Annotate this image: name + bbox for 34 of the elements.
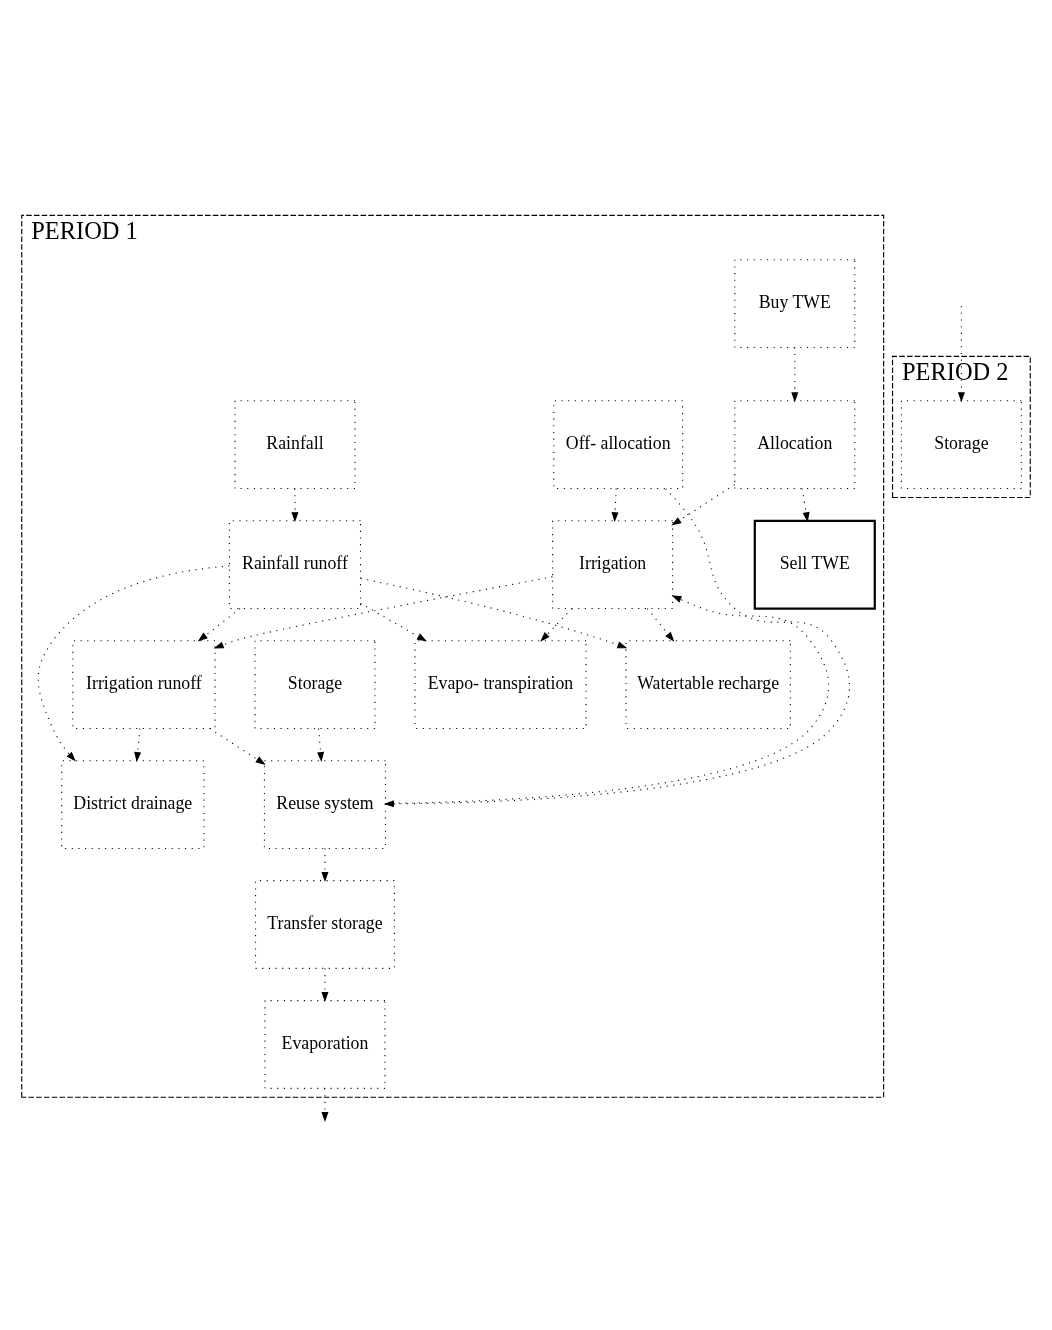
node-box: Transfer storage <box>255 879 395 969</box>
arrow <box>646 607 675 642</box>
node-box: Allocation <box>734 399 856 489</box>
arrow <box>37 564 230 762</box>
node-box: Irrigation <box>552 519 674 609</box>
node-box: District drainage <box>61 759 205 849</box>
arrow <box>671 483 736 526</box>
node-box: Off- allocation <box>553 399 684 489</box>
arrow <box>360 602 427 641</box>
arrow <box>611 487 619 522</box>
arrow <box>321 1087 329 1122</box>
arrow <box>360 577 628 648</box>
node-box: Evapo- transpiration <box>414 639 587 729</box>
arrow <box>957 305 965 402</box>
node-box: Storage <box>900 399 1022 489</box>
node-box: Irrigation runoff <box>72 639 216 729</box>
node-box: Watertable recharge <box>625 639 791 729</box>
arrow <box>801 487 810 522</box>
node-box: Rainfall runoff <box>228 519 362 609</box>
node-box: Storage <box>254 639 376 729</box>
node-box: Sell TWE <box>753 519 876 610</box>
arrow <box>197 607 241 642</box>
arrow <box>317 727 325 762</box>
node-box: Rainfall <box>234 399 356 489</box>
arrow <box>213 575 553 649</box>
node-box: Reuse system <box>263 759 387 849</box>
arrow <box>540 607 573 642</box>
arrow <box>209 727 266 765</box>
node-box: Evaporation <box>264 999 386 1089</box>
node-box: Buy TWE <box>734 258 856 348</box>
arrow <box>291 487 299 522</box>
arrow <box>385 594 830 804</box>
arrow <box>321 967 329 1002</box>
arrow <box>383 487 851 807</box>
